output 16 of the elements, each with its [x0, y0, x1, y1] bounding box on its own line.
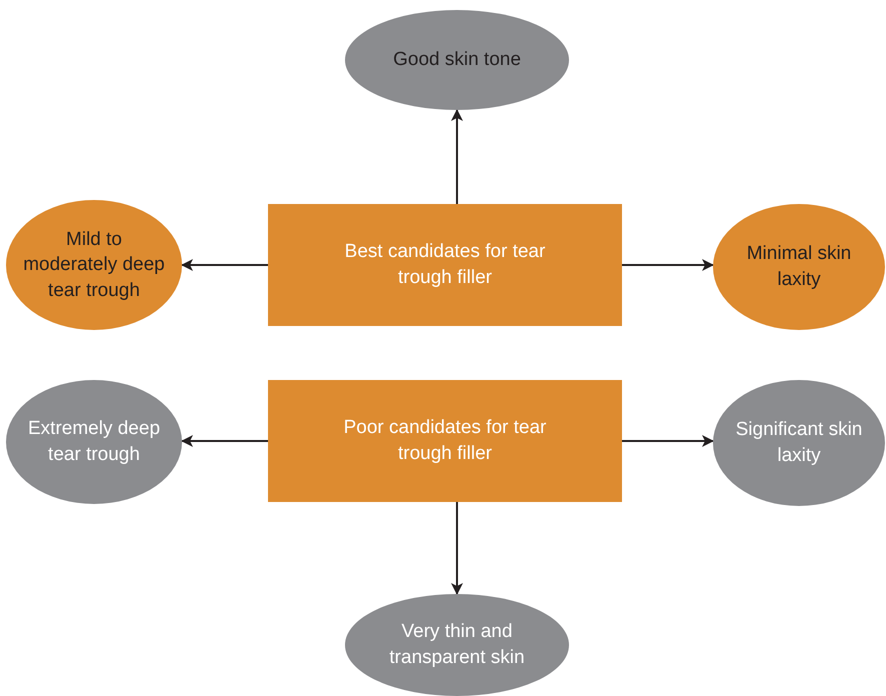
node-label: Good skin tone [393, 48, 521, 72]
node-label: Very thin and transparent skin [388, 620, 526, 670]
node-label: Best candidates for tear trough filler [344, 240, 546, 290]
arrow [181, 435, 268, 447]
arrow [622, 435, 714, 447]
node-label: Extremely deep tear trough [28, 417, 160, 467]
arrow [181, 259, 268, 271]
process-box [268, 204, 622, 326]
node-label: Poor candidates for tear trough filler [342, 416, 548, 466]
node-label: Minimal skin laxity [746, 242, 852, 292]
arrow [622, 259, 714, 271]
process-box [268, 380, 622, 502]
arrow [451, 109, 463, 204]
node-label: Significant skin laxity [734, 418, 864, 468]
node-label: Mild to moderately deep tear trough [22, 228, 166, 303]
arrow [451, 502, 463, 595]
